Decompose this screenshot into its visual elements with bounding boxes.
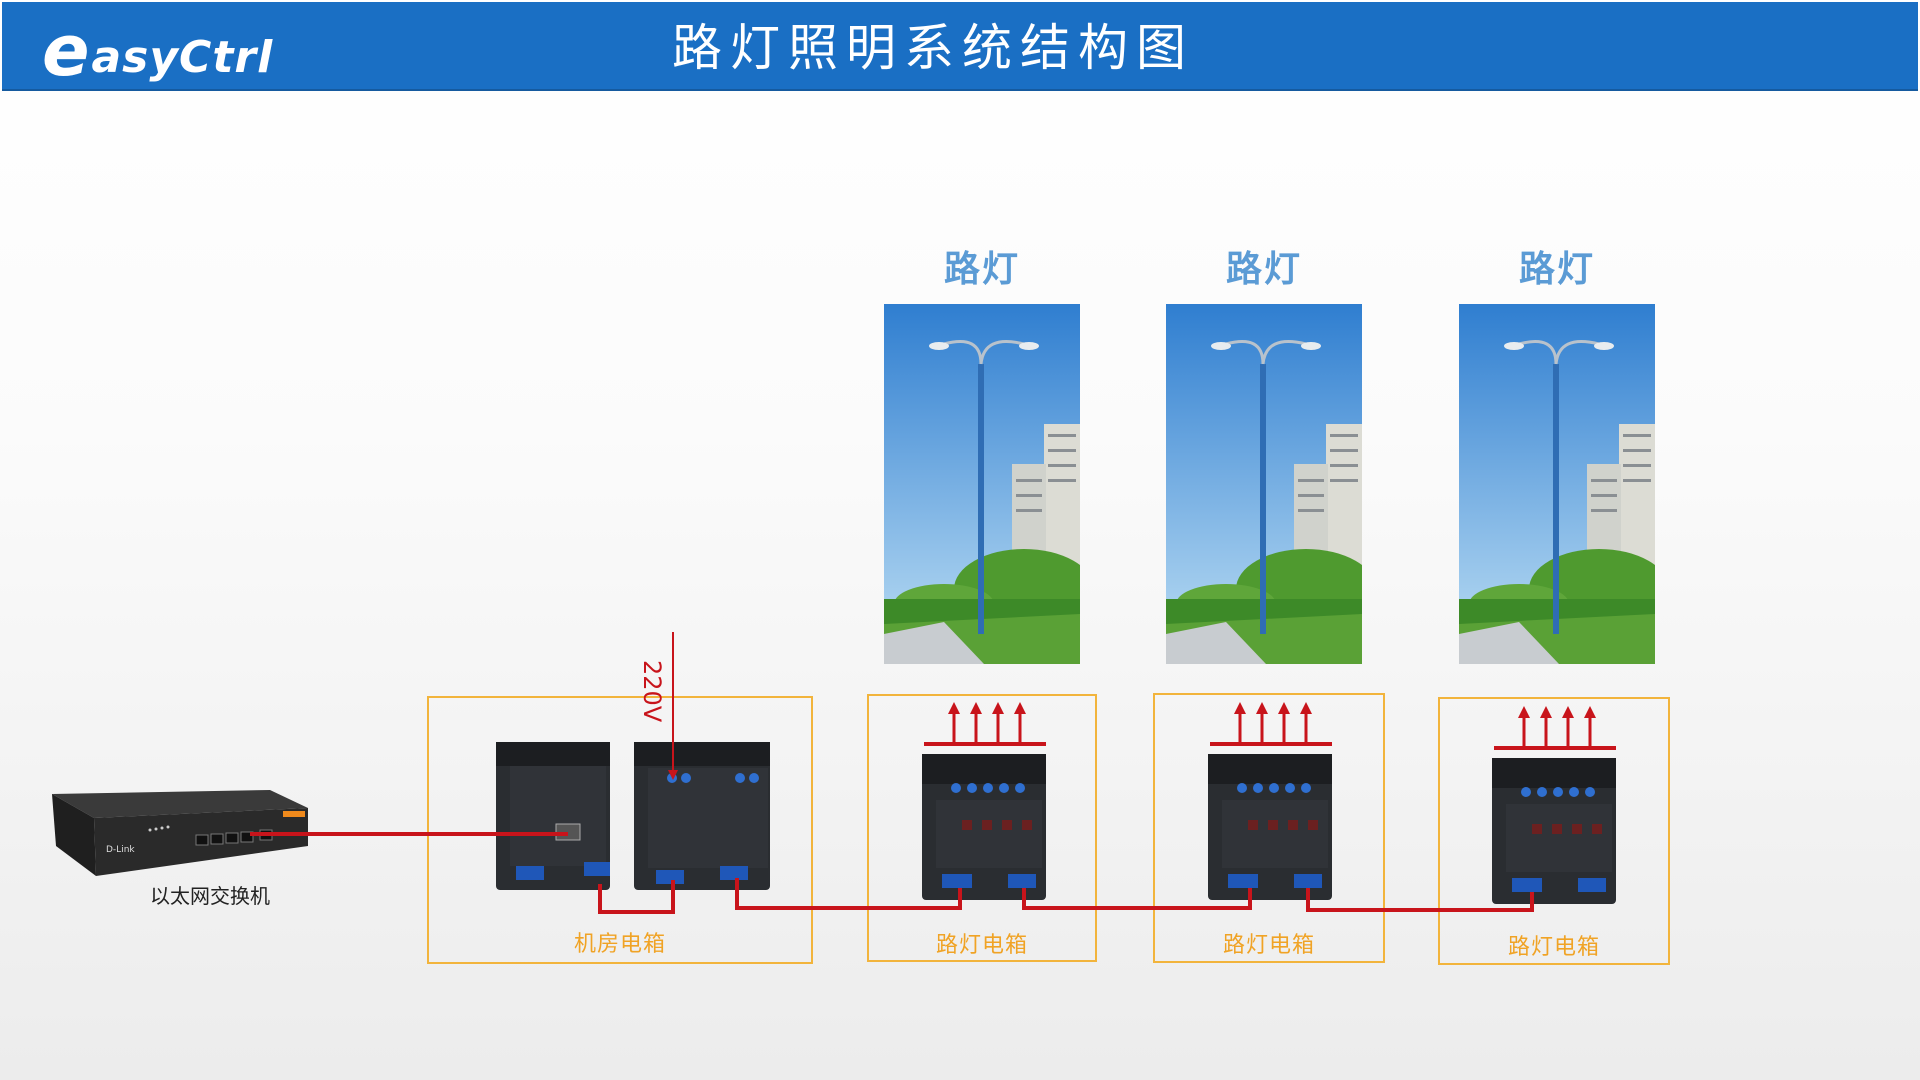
easyctrl-logo: e asyCtrl xyxy=(42,8,273,86)
street-box-3 xyxy=(1438,697,1670,965)
logo-text: asyCtrl xyxy=(91,32,274,83)
street-lamp-photo-2 xyxy=(1166,304,1362,664)
header-bar: e asyCtrl 路灯照明系统结构图 xyxy=(2,2,1918,91)
street-box-2 xyxy=(1153,693,1385,963)
machine-room-label: 机房电箱 xyxy=(573,932,666,957)
switch-label: 以太网交换机 xyxy=(150,884,270,908)
lamp-label-2: 路灯 xyxy=(1225,249,1302,290)
street-box-1 xyxy=(867,694,1097,962)
wiring xyxy=(250,632,1534,914)
output-arrows-2 xyxy=(1210,702,1332,746)
relay-module-3 xyxy=(1492,758,1616,904)
street-box-label-2: 路灯电箱 xyxy=(1222,933,1315,958)
relay-module-2 xyxy=(1208,754,1332,900)
output-arrows-3 xyxy=(1494,706,1616,750)
page-title: 路灯照明系统结构图 xyxy=(672,19,1194,77)
street-lamp-photo-3 xyxy=(1459,304,1655,664)
street-box-label-3: 路灯电箱 xyxy=(1507,935,1600,960)
switch-brand: D-Link xyxy=(106,845,135,855)
logo-e: e xyxy=(42,10,90,92)
lamp-label-3: 路灯 xyxy=(1518,249,1595,290)
machine-room-box xyxy=(427,696,813,964)
street-box-label-1: 路灯电箱 xyxy=(935,933,1028,958)
ethernet-switch xyxy=(52,790,308,876)
relay-module-1 xyxy=(922,754,1046,900)
output-arrows-1 xyxy=(924,702,1046,746)
lamp-label-1: 路灯 xyxy=(943,249,1020,290)
street-lamp-photo-1 xyxy=(884,304,1080,664)
power-arrow xyxy=(668,770,678,780)
gateway-module xyxy=(496,742,610,890)
power-module xyxy=(634,742,770,890)
